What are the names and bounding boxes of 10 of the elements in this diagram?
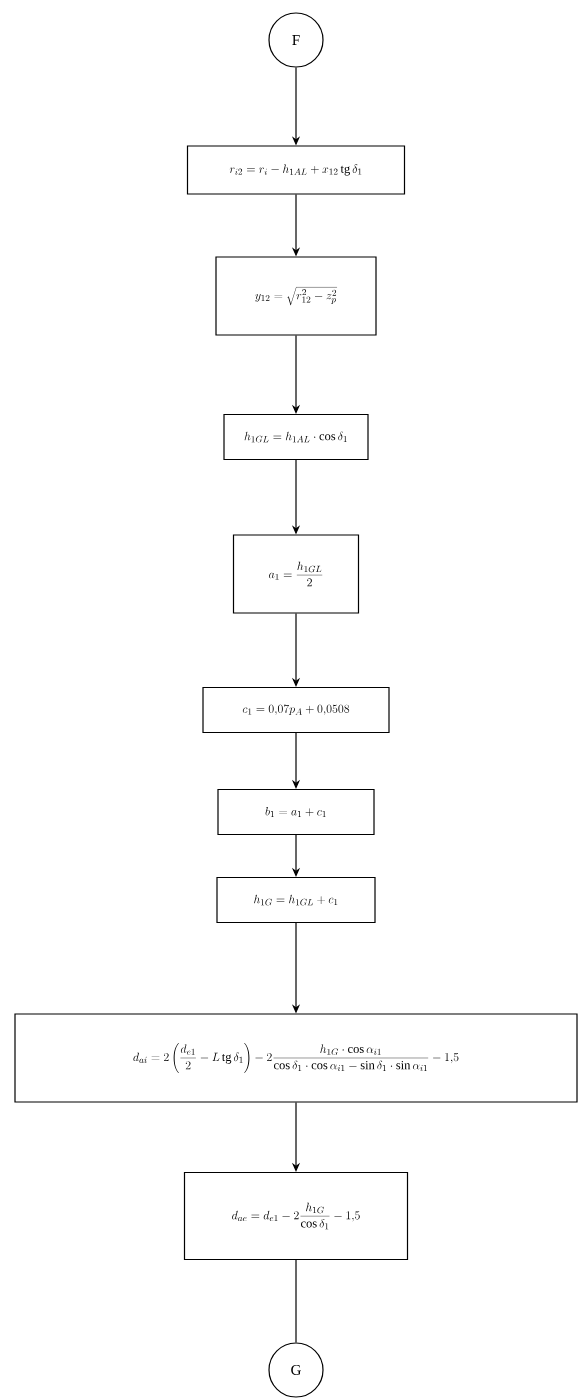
process-box: $h_{1G} = h_{1GL} + c_1$ bbox=[216, 876, 376, 924]
process-box: $c_1 = 0{,}07p_A + 0{,}0508$ bbox=[202, 686, 390, 734]
connector-line bbox=[295, 1259, 297, 1343]
process-box: $b_1 = a_1 + c_1$ bbox=[217, 788, 375, 836]
process-box: $d_{ae} = d_{e1} - 2\frac{h_{1G}}{\cos\delta_1} - 1{,}5$ bbox=[183, 1171, 409, 1261]
process-box: $r_{i2} = r_i - h_{1AL} + x_{12}\,\mathrm{tg}\,\delta_1$ bbox=[186, 145, 406, 195]
process-box: $a_1 = \frac{h_{1GL}}{2}$ bbox=[232, 534, 360, 614]
process-box: $y_{12} = \sqrt{r_{12}^2 - z_p^2}$ bbox=[215, 256, 377, 336]
process-box: $h_{1GL} = h_{1AL}\cdot\cos\delta_1$ bbox=[223, 413, 369, 461]
process-box: $d_{ai} = 2\left(\frac{d_{e1}}{2} - L\,\mathrm{tg}\,\delta_1\right) - 2\frac{h_{1G}\cdot\cos\alpha_{i1}}{\cos\delta_1\cdot\cos\alpha_{i1} - \sin\delta_1\cdot\sin\alpha_{i1}} - 1{,}5$ bbox=[14, 1013, 578, 1103]
